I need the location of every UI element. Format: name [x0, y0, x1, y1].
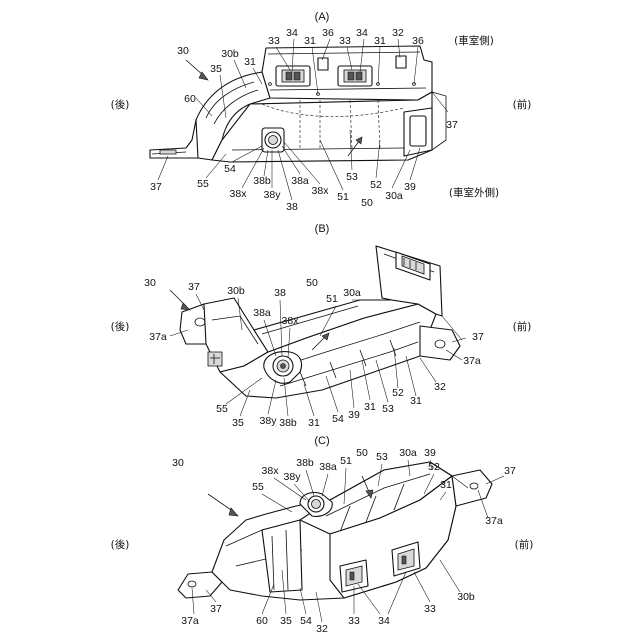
view-b-part-body	[170, 246, 462, 398]
view-b-ref-37a-rear: 37a	[149, 331, 167, 343]
view-a-label-exterior-side: (車室外側)	[449, 186, 499, 199]
view-a-ref-31b: 31	[304, 35, 316, 47]
view-c-ref-33b: 33	[424, 603, 436, 615]
view-b-ref-31a: 31	[308, 417, 320, 429]
view-a-ref-38: 38	[286, 201, 298, 213]
view-a-ref-53: 53	[346, 171, 358, 183]
view-c-ref-32: 32	[316, 623, 328, 635]
view-a-ref-54: 54	[224, 163, 236, 175]
view-a-ref-50: 50	[361, 197, 373, 209]
view-a-ref-36a: 36	[322, 27, 334, 39]
view-b-ref-30b: 30b	[227, 285, 245, 297]
view-a-ref-36b: 36	[412, 35, 424, 47]
view-a-ref-33b: 33	[339, 35, 351, 47]
view-a-ref-38x-left: 38x	[230, 188, 248, 200]
view-b-ref-37-rear: 37	[188, 281, 200, 293]
view-a-ref-55: 55	[197, 178, 209, 190]
view-b-title: (B)	[315, 223, 330, 235]
view-b-ref-35: 35	[232, 417, 244, 429]
view-c-ref-60: 60	[256, 615, 268, 627]
view-c: (C) (後) (前)	[111, 435, 534, 635]
view-b-ref-38: 38	[274, 287, 286, 299]
view-a-side-right: (前)	[513, 98, 532, 111]
view-b-ref-54: 54	[332, 413, 344, 425]
view-c-ref-38a: 38a	[319, 461, 337, 473]
view-b-ref-51: 51	[326, 293, 338, 305]
view-b-ref-38y: 38y	[260, 415, 278, 427]
view-c-ref-37a-front: 37a	[485, 515, 503, 527]
view-a-ref-39: 39	[404, 181, 416, 193]
view-b-ref-55: 55	[216, 403, 228, 415]
view-c-ref-54: 54	[300, 615, 312, 627]
view-b-side-left: (後)	[111, 320, 130, 333]
view-c-ref-35: 35	[280, 615, 292, 627]
view-a-ref-35: 35	[210, 63, 222, 75]
view-c-side-left: (後)	[111, 538, 130, 551]
view-c-ref-30a: 30a	[399, 447, 417, 459]
view-c-ref-37a-rear: 37a	[181, 615, 199, 627]
view-a-ref-38x-right: 38x	[312, 185, 330, 197]
view-b-ref-39: 39	[348, 409, 360, 421]
view-b-ref-37a-front: 37a	[463, 355, 481, 367]
view-a-ref-37-rear: 37	[150, 181, 162, 193]
view-a-ref-30a: 30a	[385, 190, 403, 202]
view-a-side-left: (後)	[111, 98, 130, 111]
view-b-ref-38x: 38x	[282, 315, 300, 327]
view-c-side-right: (前)	[515, 538, 534, 551]
view-c-ref-51: 51	[340, 455, 352, 467]
view-c-ref-55: 55	[252, 481, 264, 493]
view-b-ref-53: 53	[382, 403, 394, 415]
view-a-ref-60: 60	[184, 93, 196, 105]
view-b-ref-50: 50	[306, 277, 318, 289]
view-b-side-right: (前)	[513, 320, 532, 333]
view-a-ref-33a: 33	[268, 35, 280, 47]
view-b: (B) (後) (前)	[111, 223, 532, 429]
view-c-ref-38x: 38x	[262, 465, 280, 477]
view-a: (A) (後) (前) (車室側) (車室外側)	[111, 11, 532, 213]
view-c-ref-37-front: 37	[504, 465, 516, 477]
view-b-ref-52: 52	[392, 387, 404, 399]
view-c-ref-38y: 38y	[284, 471, 302, 483]
view-a-ref-30b: 30b	[221, 48, 239, 60]
view-b-ref-30: 30	[144, 277, 156, 289]
view-b-ref-30a: 30a	[343, 287, 361, 299]
view-c-ref-39: 39	[424, 447, 436, 459]
view-a-ref-32: 32	[392, 27, 404, 39]
view-b-ref-38b: 38b	[279, 417, 297, 429]
view-a-ref-34a: 34	[286, 27, 298, 39]
view-c-ref-52: 52	[428, 461, 440, 473]
view-a-ref-38a: 38a	[291, 175, 309, 187]
view-a-ref-37-front: 37	[446, 119, 458, 131]
view-b-ref-37-front: 37	[472, 331, 484, 343]
view-a-ref-38y: 38y	[264, 189, 282, 201]
view-b-ref-31c: 31	[410, 395, 422, 407]
view-a-title: (A)	[315, 11, 330, 23]
view-a-label-cabin-side: (車室側)	[454, 34, 494, 47]
view-a-ref-31a: 31	[244, 56, 256, 68]
view-a-ref-38b: 38b	[253, 175, 271, 187]
view-b-ref-32: 32	[434, 381, 446, 393]
view-c-ref-33a: 33	[348, 615, 360, 627]
view-c-ref-30: 30	[172, 457, 184, 469]
view-c-ref-53: 53	[376, 451, 388, 463]
view-c-ref-31: 31	[440, 479, 452, 491]
view-c-ref-37-rear: 37	[210, 603, 222, 615]
view-a-ref-34b: 34	[356, 27, 368, 39]
view-a-ref-51: 51	[337, 191, 349, 203]
view-c-ref-30b: 30b	[457, 591, 475, 603]
view-c-title: (C)	[314, 435, 329, 447]
view-a-ref-52: 52	[370, 179, 382, 191]
view-c-ref-50: 50	[356, 447, 368, 459]
view-a-ref-30: 30	[177, 45, 189, 57]
view-c-ref-38b: 38b	[296, 457, 314, 469]
view-a-ref-31c: 31	[374, 35, 386, 47]
view-c-ref-34: 34	[378, 615, 390, 627]
view-b-ref-31b: 31	[364, 401, 376, 413]
view-b-ref-38a: 38a	[253, 307, 271, 319]
